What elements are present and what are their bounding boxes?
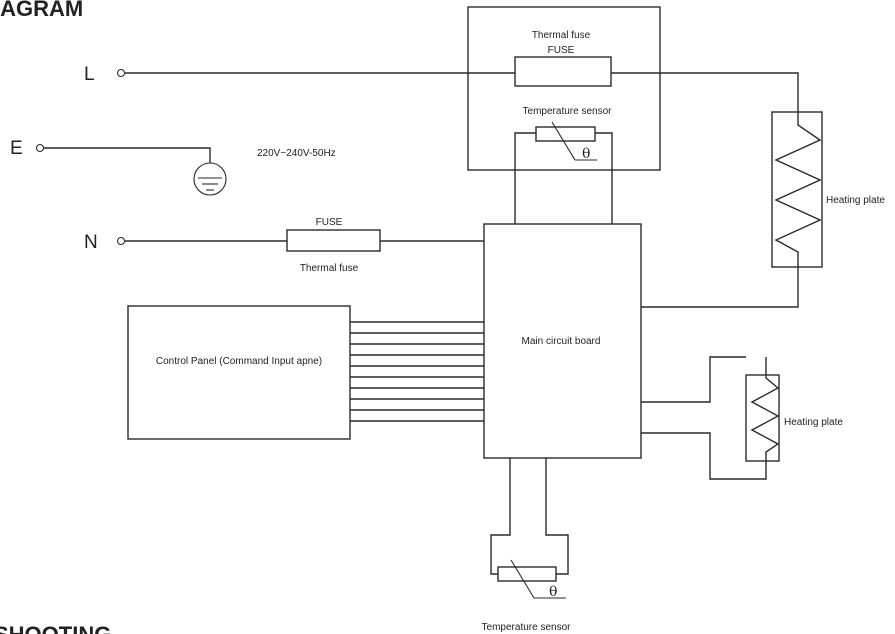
module-temperature-sensor: [514, 121, 613, 195]
bottom-sensor-arrow: [510, 559, 535, 599]
earth-wire: [44, 147, 211, 163]
bottom-sensor-label: Temperature sensor: [482, 622, 572, 633]
bottom-temperature-sensor: [497, 566, 557, 582]
thermal-fuse-module: [467, 6, 661, 171]
ground-icon: [193, 162, 227, 196]
neutral-fuse-top-label: FUSE: [316, 217, 343, 228]
heating-plate-upper-coil: [774, 112, 822, 267]
terminal-neutral: [116, 236, 126, 246]
lower-plate-wire-top: [641, 356, 746, 403]
live-wire-right: [611, 72, 799, 112]
control-bus-wires: [350, 321, 484, 422]
bottom-sensor-theta: θ: [549, 584, 557, 600]
thermal-fuse-title: Thermal fuse: [532, 30, 591, 41]
heading-bottom: SHOOTING: [0, 622, 111, 634]
heating-plate-lower: [745, 374, 780, 462]
heading-top: IAGRAM: [0, 0, 83, 21]
heating-plate-lower-coil: [641, 357, 780, 480]
terminal-live-label: L: [84, 64, 95, 85]
module-sensor-label: Temperature sensor: [523, 106, 613, 117]
neutral-fuse-bottom-label: Thermal fuse: [300, 263, 359, 274]
main-circuit-board: [483, 223, 642, 459]
upper-plate-return-wire: [641, 267, 799, 308]
terminal-earth: [35, 143, 45, 153]
heating-plate-upper-label: Heating plate: [826, 195, 885, 206]
bottom-sensor-lead-right: [545, 458, 569, 575]
control-panel: [127, 305, 351, 440]
thermal-fuse-fuse-label: FUSE: [548, 45, 575, 56]
main-board-label: Main circuit board: [522, 336, 601, 347]
terminal-neutral-label: N: [84, 232, 98, 253]
bottom-sensor-lead-left: [490, 458, 511, 575]
neutral-fuse-element: [286, 229, 381, 252]
thermal-fuse-element: [514, 56, 612, 87]
terminal-live: [116, 68, 126, 78]
supply-voltage: 220V~240V-50Hz: [257, 148, 336, 159]
module-sensor-leads: [514, 195, 613, 224]
module-sensor-theta: θ: [582, 146, 590, 162]
control-panel-label: Control Panel (Command Input apne): [156, 356, 322, 367]
terminal-earth-label: E: [10, 138, 23, 159]
heating-plate-upper: [771, 111, 823, 268]
heating-plate-lower-label: Heating plate: [784, 417, 843, 428]
